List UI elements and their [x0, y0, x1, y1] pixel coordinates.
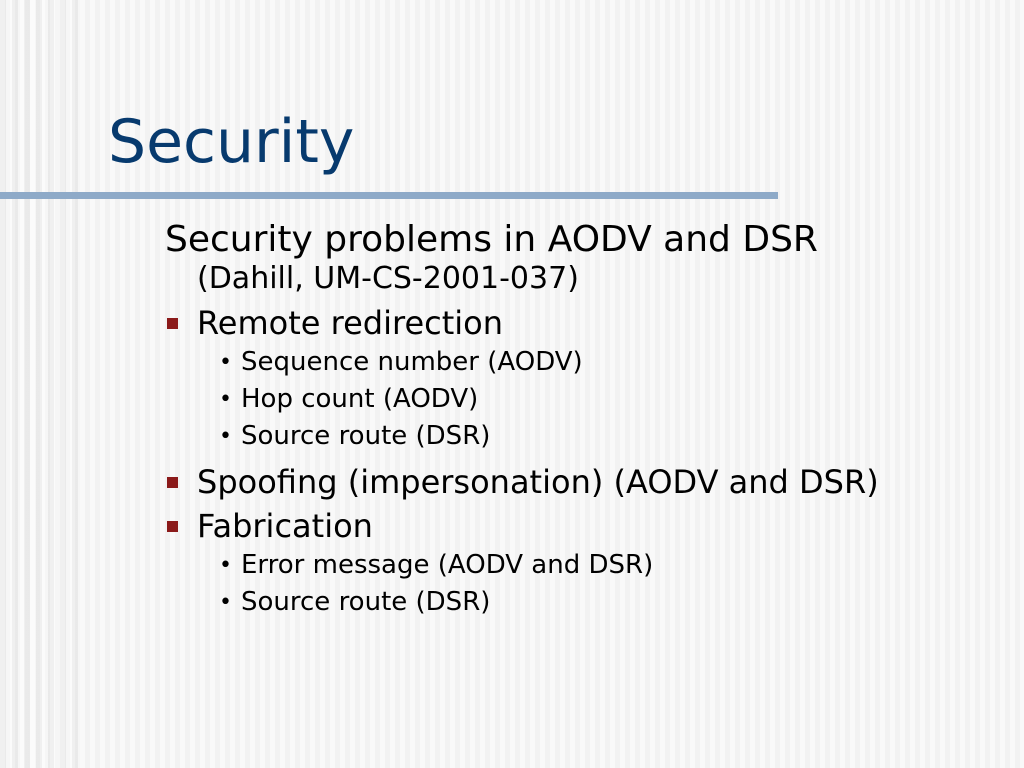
- list-item: Fabrication • Error message (AODV and DS…: [165, 505, 995, 621]
- slide-title: Security: [108, 107, 355, 177]
- dot-bullet-icon: •: [219, 387, 232, 412]
- list-item: Remote redirection • Sequence number (AO…: [165, 302, 995, 455]
- list-item: Spoofing (impersonation) (AODV and DSR): [165, 461, 995, 503]
- sub-bullet-label: Source route (DSR): [241, 587, 491, 617]
- intro-text: Security problems in AODV and DSR: [165, 219, 818, 260]
- bullet-label: Spoofing (impersonation) (AODV and DSR): [197, 463, 879, 501]
- bullet-label: Fabrication: [197, 507, 373, 545]
- sub-list-item: • Error message (AODV and DSR): [197, 547, 995, 584]
- dot-bullet-icon: •: [219, 424, 232, 449]
- sub-bullet-label: Hop count (AODV): [241, 384, 479, 414]
- sub-bullet-list: • Sequence number (AODV) • Hop count (AO…: [197, 344, 995, 455]
- background-stripe-band: [0, 0, 80, 768]
- bullet-list: Remote redirection • Sequence number (AO…: [165, 302, 995, 621]
- bullet-label: Remote redirection: [197, 304, 504, 342]
- intro-citation: (Dahill, UM-CS-2001-037): [197, 261, 579, 296]
- dot-bullet-icon: •: [219, 553, 232, 578]
- square-bullet-icon: [167, 477, 178, 488]
- sub-bullet-label: Error message (AODV and DSR): [241, 550, 654, 580]
- dot-bullet-icon: •: [219, 590, 232, 615]
- sub-list-item: • Source route (DSR): [197, 584, 995, 621]
- sub-bullet-list: • Error message (AODV and DSR) • Source …: [197, 547, 995, 621]
- square-bullet-icon: [167, 521, 178, 532]
- sub-list-item: • Hop count (AODV): [197, 381, 995, 418]
- square-bullet-icon: [167, 318, 178, 329]
- dot-bullet-icon: •: [219, 350, 232, 375]
- sub-list-item: • Sequence number (AODV): [197, 344, 995, 381]
- sub-list-item: • Source route (DSR): [197, 418, 995, 455]
- sub-bullet-label: Sequence number (AODV): [241, 347, 583, 377]
- slide-body: Security problems in AODV and DSR (Dahil…: [165, 218, 995, 627]
- title-divider: [0, 192, 778, 199]
- sub-bullet-label: Source route (DSR): [241, 421, 491, 451]
